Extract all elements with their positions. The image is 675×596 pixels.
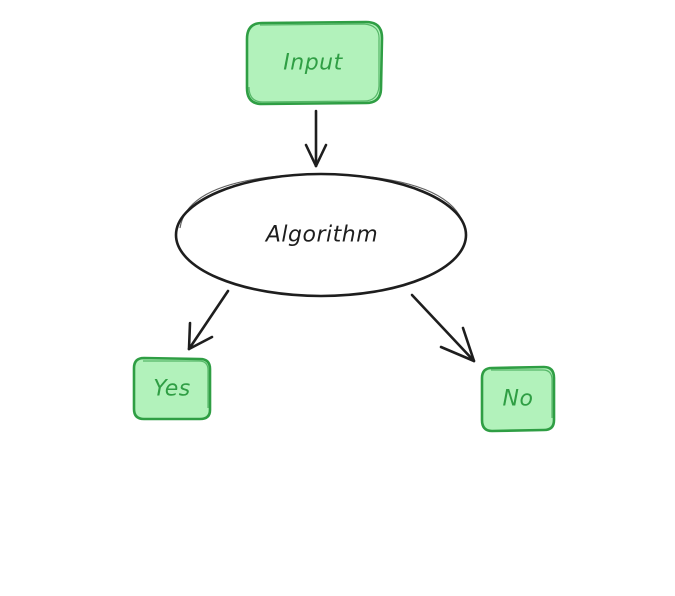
- no-node[interactable]: No: [480, 365, 556, 433]
- edge-algorithm-to-yes-line: [187, 289, 230, 351]
- algorithm-node-label: Algorithm: [264, 223, 378, 248]
- edge-algorithm-to-no-line: [410, 293, 476, 363]
- no-node-sketch-stroke: [491, 369, 553, 418]
- edge-algorithm-to-yes-arrowhead: [187, 321, 214, 351]
- yes-node-label: Yes: [153, 377, 191, 402]
- input-node-label: Input: [283, 51, 343, 76]
- yes-node-shape: [132, 356, 212, 421]
- edge-algorithm-to-no[interactable]: [410, 293, 476, 363]
- no-node-shape: [480, 365, 556, 433]
- input-node-sketch-stroke: [248, 23, 380, 103]
- edge-algorithm-to-no-arrowhead: [439, 326, 476, 363]
- input-node[interactable]: Input: [245, 20, 384, 106]
- algorithm-node-sketch-stroke: [179, 173, 467, 237]
- edge-input-to-algorithm[interactable]: [304, 109, 328, 168]
- input-node-shape: [245, 20, 384, 106]
- edge-input-to-algorithm-arrowhead: [304, 143, 328, 168]
- yes-node[interactable]: Yes: [132, 356, 212, 421]
- algorithm-node[interactable]: Algorithm: [174, 172, 468, 298]
- edge-algorithm-to-yes[interactable]: [187, 289, 230, 351]
- yes-node-sketch-stroke: [143, 360, 209, 408]
- no-node-label: No: [503, 387, 534, 412]
